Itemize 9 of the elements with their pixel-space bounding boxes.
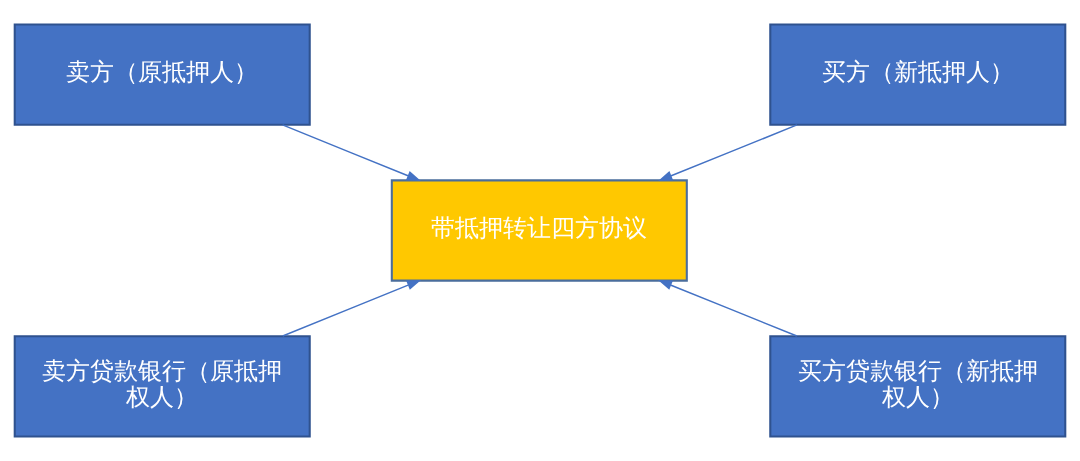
node-box: 买方（新抵押人） [769, 23, 1067, 126]
arrow [281, 124, 421, 182]
node-box: 买方贷款银行（新抵押权人） [769, 335, 1067, 438]
node-box: 带抵押转让四方协议 [390, 179, 688, 282]
node-box: 卖方（原抵押人） [13, 23, 311, 126]
arrow [658, 124, 798, 182]
arrow [657, 279, 798, 337]
arrow [281, 279, 422, 337]
node-box: 卖方贷款银行（原抵押权人） [13, 335, 311, 438]
